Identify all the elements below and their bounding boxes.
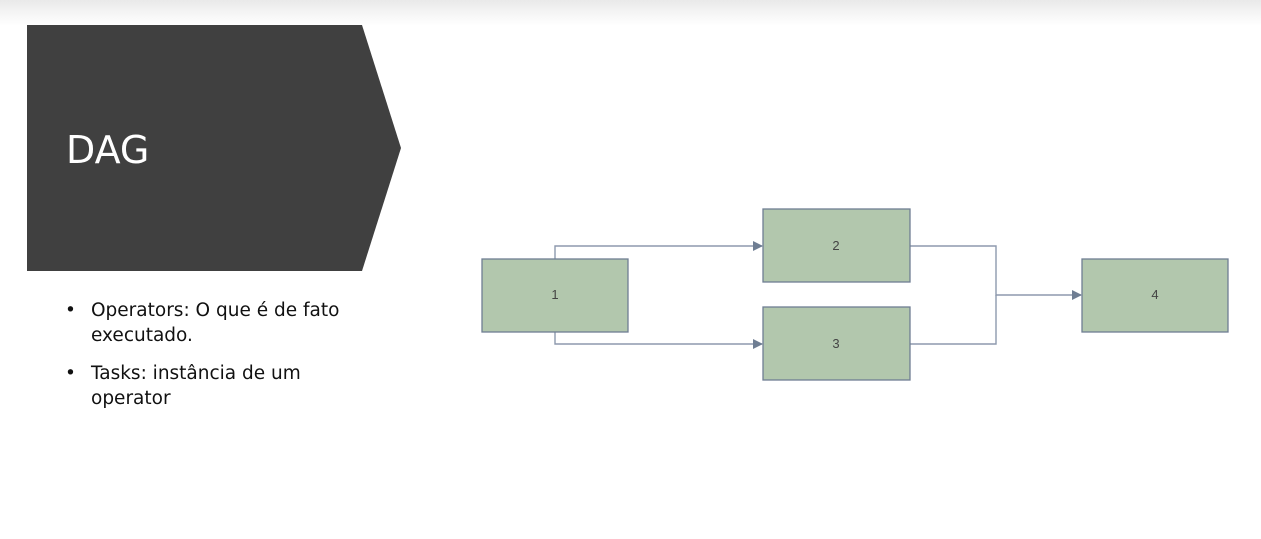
node-3-box <box>762 306 911 381</box>
edge-3-to-4 <box>910 295 997 345</box>
edge-1-to-3 <box>554 332 763 349</box>
top-shade <box>0 0 1261 26</box>
title-banner <box>27 25 401 271</box>
bullet-text: Operators: O que é de fato executado. <box>91 300 340 346</box>
node-1: 1 <box>481 258 629 333</box>
node-3: 3 <box>762 306 911 381</box>
node-2-label: 2 <box>832 238 839 253</box>
node-4: 4 <box>1081 258 1229 333</box>
node-4-box <box>1081 258 1229 333</box>
edge-1-to-2 <box>554 241 763 259</box>
bullet-text: Tasks: instância de um operator <box>91 363 301 409</box>
node-1-label: 1 <box>551 287 558 302</box>
bullet-dot-icon: • <box>65 363 76 384</box>
bullet-item-operators: • Operators: O que é de fato executado. <box>60 298 360 348</box>
slide-title: DAG <box>66 128 150 172</box>
node-3-label: 3 <box>832 336 839 351</box>
bullet-list: • Operators: O que é de fato executado. … <box>60 298 360 424</box>
bullet-item-tasks: • Tasks: instância de um operator <box>60 361 360 411</box>
node-2-box <box>762 208 911 283</box>
node-1-box <box>481 258 629 333</box>
node-4-label: 4 <box>1151 287 1158 302</box>
edge-2-to-4 <box>910 245 1082 300</box>
node-2: 2 <box>762 208 911 283</box>
bullet-dot-icon: • <box>65 300 76 321</box>
